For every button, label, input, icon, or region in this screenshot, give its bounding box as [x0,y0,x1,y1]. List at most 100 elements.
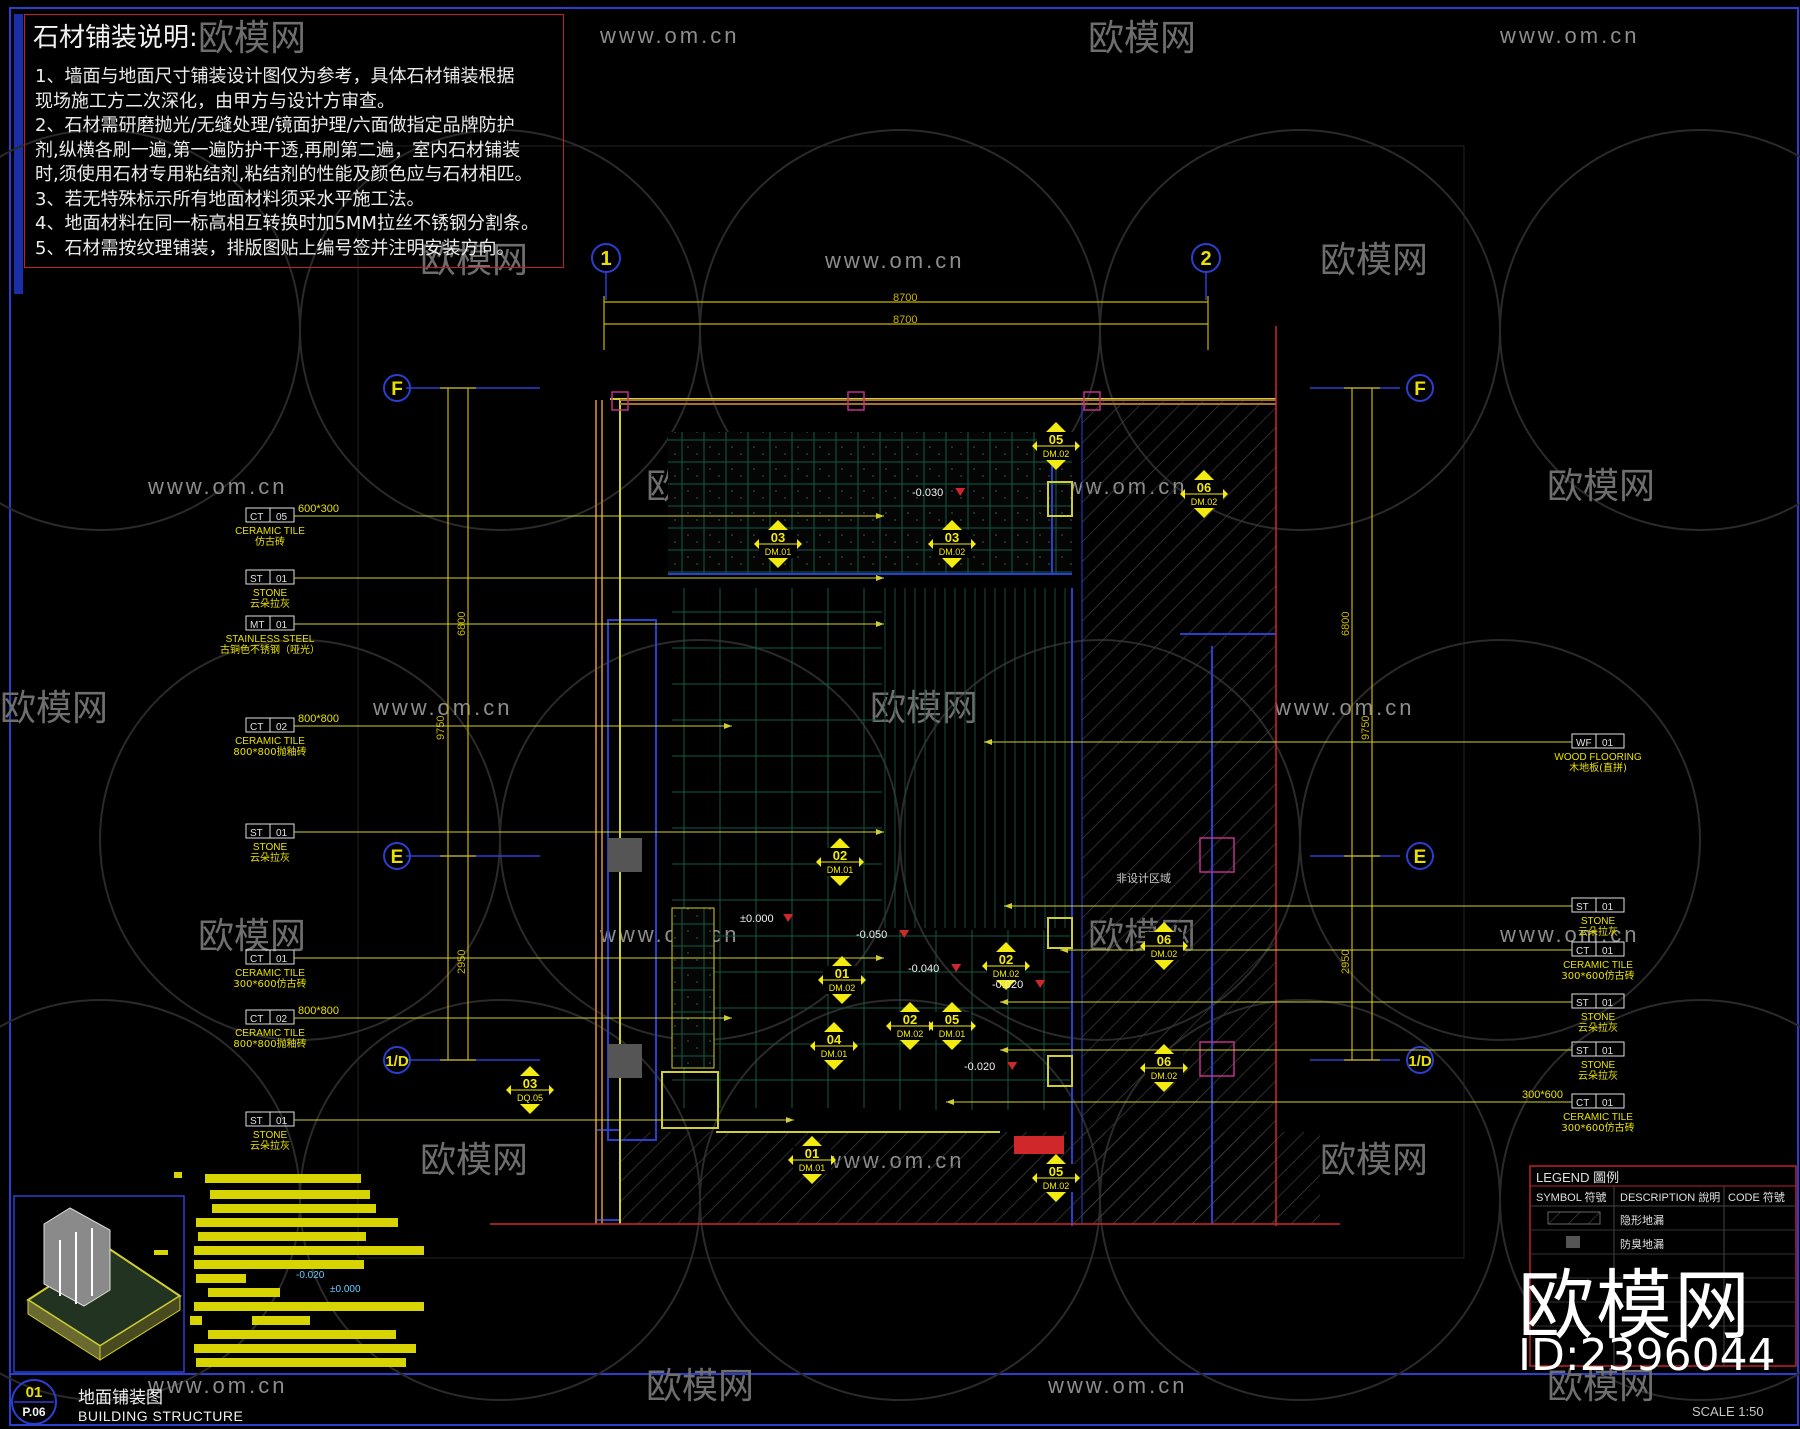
svg-text:05: 05 [945,1012,959,1027]
svg-text:木地板(直拼): 木地板(直拼) [1569,761,1627,774]
level-mark: -0.050 [856,929,910,941]
wood-zone [876,588,1070,928]
watermark-brand: 欧模网 [1547,1366,1655,1407]
svg-text:ST: ST [1576,1046,1589,1057]
tile-zone-top [668,432,1072,574]
svg-text:01: 01 [835,966,849,981]
dim-right: 9750 [1360,716,1372,740]
svg-text:02: 02 [833,848,847,863]
grid-bubble-1D-right: 1/D [1406,1046,1434,1074]
svg-text:F: F [391,379,403,400]
svg-text:02: 02 [999,952,1013,967]
watermark-brand: 欧模网 [1547,466,1655,507]
watermark-url: www.om.cn [1499,23,1639,48]
svg-text:ST: ST [250,828,263,839]
svg-text:05: 05 [1049,432,1063,447]
svg-text:800*800抛釉砖: 800*800抛釉砖 [233,1037,306,1050]
note-line: 现场施工方二次深化，由甲方与设计方审查。 [35,90,395,112]
svg-text:DQ.05: DQ.05 [517,1093,543,1103]
svg-text:800*800: 800*800 [298,713,339,725]
svg-text:STONE: STONE [253,1130,288,1141]
svg-text:仿古砖: 仿古砖 [255,535,285,548]
svg-text:云朵拉灰: 云朵拉灰 [1578,1069,1618,1082]
dim-right: 2950 [1340,950,1352,974]
level-mark: -0.020 [964,1061,1018,1073]
svg-text:2: 2 [1200,248,1211,270]
drawing-number-bubble: 01 P.06 [11,1379,57,1425]
svg-text:03: 03 [523,1076,537,1091]
svg-text:E: E [391,847,404,868]
svg-text:ST: ST [1576,902,1589,913]
svg-text:CT: CT [250,512,263,523]
svg-text:1/D: 1/D [385,1053,409,1070]
svg-text:STONE: STONE [1581,1060,1616,1071]
svg-text:ST: ST [1576,998,1589,1009]
dim-right: 6800 [1340,612,1352,636]
drawing-number: 01 [26,1384,43,1401]
note-line: 2、石材需研磨抛光/无缝处理/镜面护理/六面做指定品牌防护 [35,115,515,136]
legend-header: SYMBOL 符號 [1536,1191,1607,1204]
svg-text:云朵拉灰: 云朵拉灰 [250,597,290,610]
watermark-url: www.om.cn [372,695,512,720]
legend: LEGEND 圖例 SYMBOL 符號 DESCRIPTION 說明 CODE … [1529,1165,1797,1367]
svg-text:-0.040: -0.040 [908,963,939,975]
svg-text:01: 01 [1602,1098,1614,1109]
svg-text:ST: ST [250,1116,263,1127]
dim-left: 9750 [435,716,447,740]
legend-header: DESCRIPTION 說明 [1620,1190,1720,1204]
svg-text:-0.050: -0.050 [856,929,887,941]
note-line: 3、若无特殊标示所有地面材料须采水平施工法。 [35,188,425,210]
svg-text:CERAMIC TILE: CERAMIC TILE [235,968,305,979]
drawing-scale: SCALE 1:50 [1692,1404,1764,1419]
note-line: 1、墙面与地面尺寸铺装设计图仅为参考，具体石材铺装根据 [35,66,515,87]
svg-text:DM.02: DM.02 [829,983,856,993]
svg-text:06: 06 [1157,932,1171,947]
svg-text:1: 1 [600,248,611,270]
svg-text:云朵拉灰: 云朵拉灰 [1578,925,1618,938]
svg-text:DM.02: DM.02 [1043,1181,1070,1191]
svg-text:01: 01 [276,1116,288,1127]
iso-level: ±0.000 [330,1284,361,1295]
grid-bubble-2: 2 [1191,243,1221,273]
dim-top: 8700 [893,314,917,326]
note-line: 剂,纵横各刷一遍,第一遍防护干透,再刷第二遍，室内石材铺装 [35,139,521,161]
svg-text:ST: ST [250,574,263,585]
svg-text:01: 01 [1602,738,1614,749]
svg-text:DM.01: DM.01 [821,1049,848,1059]
svg-text:01: 01 [1602,946,1614,957]
watermark-url: www.om.cn [147,1373,287,1398]
svg-text:300*600仿古砖: 300*600仿古砖 [1561,1121,1634,1134]
svg-text:云朵拉灰: 云朵拉灰 [1578,1021,1618,1034]
svg-text:05: 05 [276,512,288,523]
svg-text:02: 02 [276,1014,288,1025]
legend-header: CODE 符號 [1728,1191,1785,1204]
svg-text:06: 06 [1157,1054,1171,1069]
svg-text:±0.000: ±0.000 [740,913,774,925]
svg-text:MT: MT [250,620,264,631]
watermark-brand: 欧模网 [646,1366,754,1407]
watermark-brand: 欧模网 [420,1140,528,1181]
svg-text:WF: WF [1576,738,1592,749]
svg-text:02: 02 [903,1012,917,1027]
watermark-url: www.om.cn [1499,922,1639,947]
legend-row: 防臭地漏 [1620,1237,1664,1251]
svg-text:CERAMIC TILE: CERAMIC TILE [235,526,305,537]
svg-text:06: 06 [1197,480,1211,495]
watermark-brand: 欧模网 [0,688,108,729]
svg-text:-0.020: -0.020 [964,1061,995,1073]
svg-text:CT: CT [1576,946,1589,957]
svg-text:DM.01: DM.01 [827,865,854,875]
svg-text:300*600: 300*600 [1522,1089,1563,1101]
